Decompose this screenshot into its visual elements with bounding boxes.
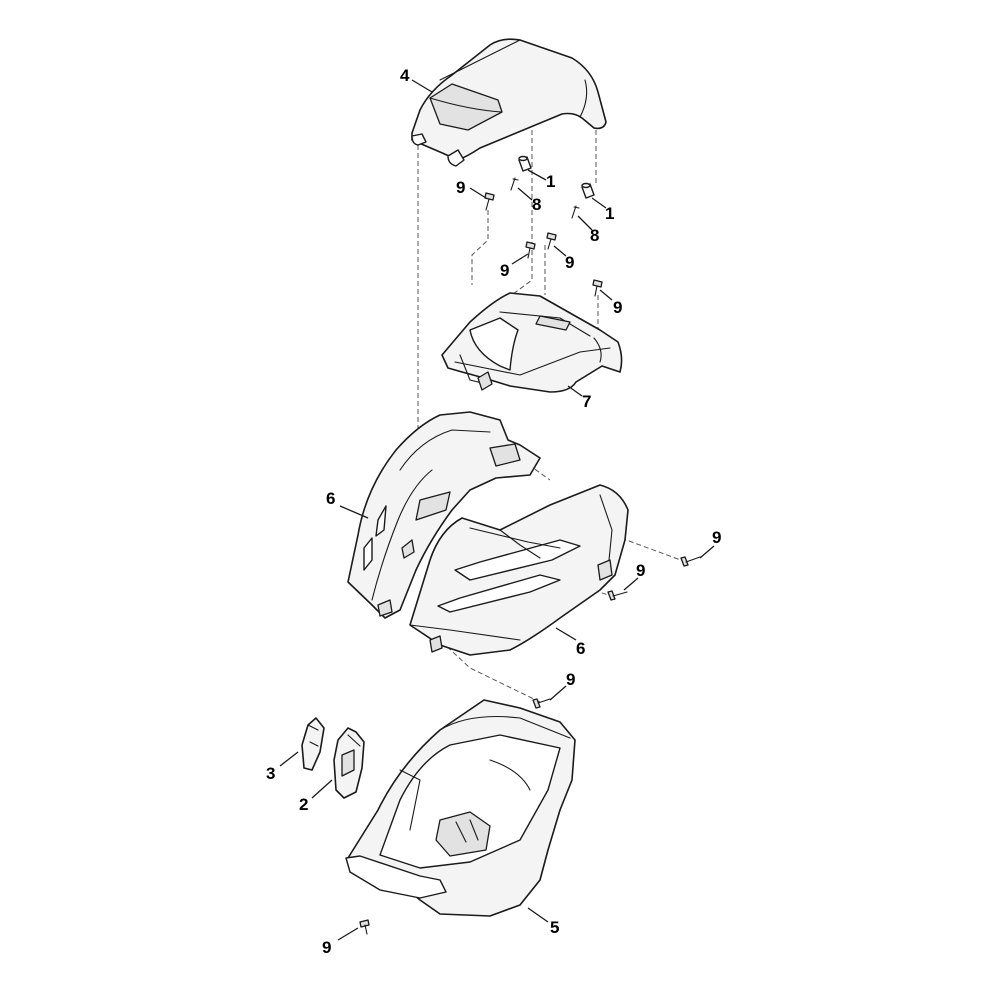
callout-4-top-cover: 4 xyxy=(400,66,410,85)
callout-1-pin: 1 xyxy=(546,172,555,191)
part-8-small-screws xyxy=(510,177,580,219)
callout-6-left-shell: 6 xyxy=(326,489,335,508)
part-3-bracket xyxy=(301,717,325,771)
part-2-bracket xyxy=(333,727,365,799)
callout-8-screw: 8 xyxy=(532,195,541,214)
callout-9-screw: 9 xyxy=(322,938,331,957)
callout-9-screw: 9 xyxy=(636,561,645,580)
callout-1-pin: 1 xyxy=(605,204,614,223)
callout-9-screw: 9 xyxy=(456,178,465,197)
part-6-right-shell xyxy=(409,484,629,656)
callout-5-chassis: 5 xyxy=(550,918,559,937)
callout-9-screw: 9 xyxy=(500,261,509,280)
leader-lines xyxy=(279,79,715,941)
callout-8-screw: 8 xyxy=(590,226,599,245)
callout-3-bracket: 3 xyxy=(266,764,275,783)
part-4-top-cover xyxy=(411,38,607,167)
part-6-left-shell xyxy=(347,411,541,619)
part-5-chassis xyxy=(345,699,576,917)
callout-7-inner-cover: 7 xyxy=(582,392,591,411)
callout-9-screw: 9 xyxy=(613,298,622,317)
callout-9-screw: 9 xyxy=(566,670,575,689)
callout-2-bracket: 2 xyxy=(299,795,308,814)
part-7-inner-cover xyxy=(441,292,623,393)
callout-9-screw: 9 xyxy=(565,253,574,272)
callout-6-right-shell: 6 xyxy=(576,639,585,658)
part-1-pins xyxy=(518,155,595,199)
callout-9-screw: 9 xyxy=(712,528,721,547)
callout-labels: 4 1 8 9 1 8 9 9 9 7 6 9 9 6 9 3 2 5 9 xyxy=(266,66,721,957)
part-9-screws xyxy=(359,192,701,935)
